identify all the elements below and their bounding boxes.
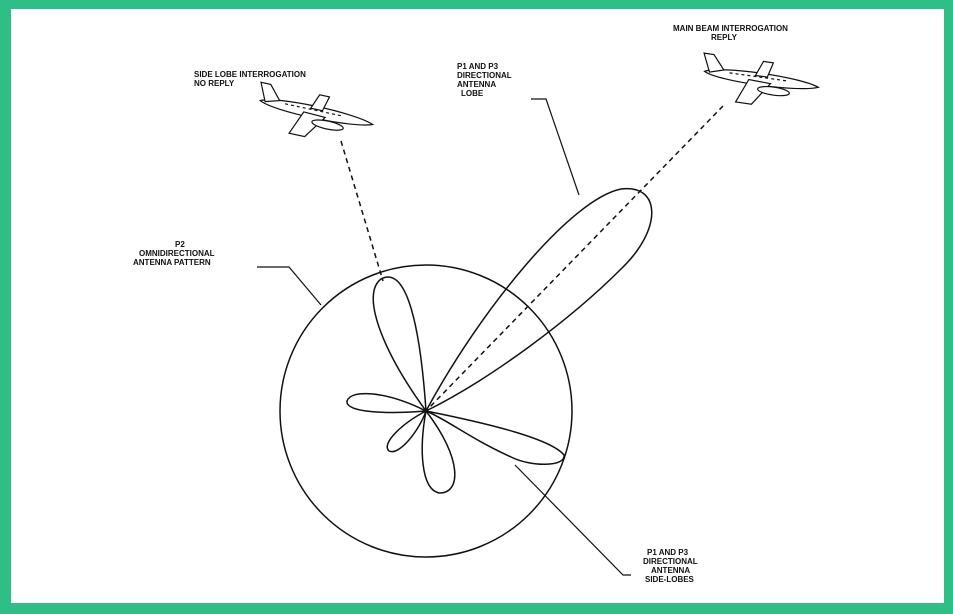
airplane-icon [698, 53, 821, 113]
dashed-line-side-lobe [341, 141, 383, 281]
label-omnidirectional-pattern: P2 OMNIDIRECTIONAL ANTENNA PATTERN [133, 240, 217, 267]
label-main-beam-interrogation: MAIN BEAM INTERROGATION REPLY [673, 24, 790, 42]
airplane-icon [252, 82, 377, 150]
label-side-lobe-interrogation: SIDE LOBE INTERROGATION NO REPLY [194, 70, 308, 88]
label-directional-lobe: P1 AND P3 DIRECTIONAL ANTENNA LOBE [457, 62, 514, 98]
side-lobe-up [373, 277, 426, 411]
label-side-lobes: P1 AND P3 DIRECTIONAL ANTENNA SIDE-LOBES [643, 548, 700, 584]
leader-side-lobes [515, 465, 631, 575]
frame-border-top [0, 0, 953, 9]
side-lobe-lower-left [387, 411, 426, 452]
antenna-diagram: SIDE LOBE INTERROGATION NO REPLY MAIN BE… [11, 9, 944, 603]
frame-border-bottom [0, 603, 953, 614]
frame-border-left [0, 0, 11, 614]
frame-border-right [944, 0, 953, 614]
side-lobe-left [347, 394, 426, 413]
leader-omni-pattern [257, 267, 321, 305]
side-lobe-right [426, 411, 564, 464]
diagram-canvas: SIDE LOBE INTERROGATION NO REPLY MAIN BE… [11, 9, 944, 603]
dashed-line-main-beam [426, 106, 723, 411]
leader-directional-lobe [531, 99, 579, 195]
main-lobe [426, 189, 652, 411]
